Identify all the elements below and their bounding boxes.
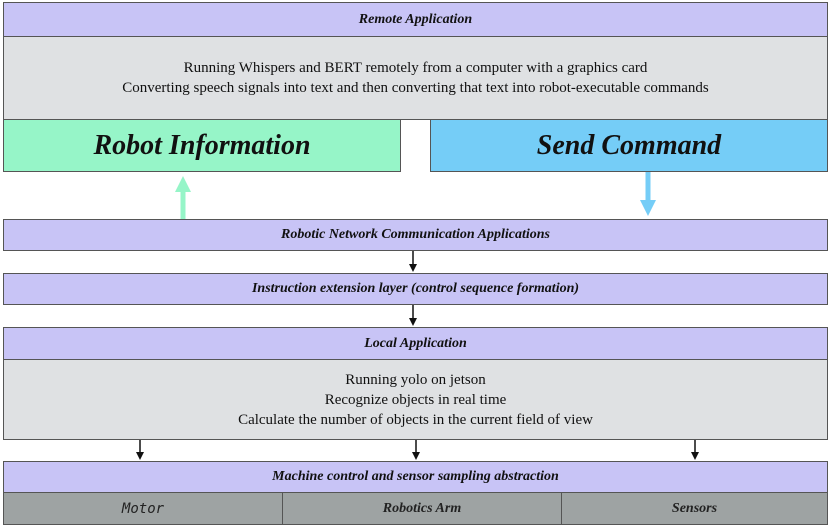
local-line-3: Calculate the number of objects in the c…: [238, 411, 593, 428]
instruction-extension-layer: Instruction extension layer (control seq…: [3, 273, 828, 305]
component-robotics-arm-label: Robotics Arm: [382, 500, 462, 516]
arrow-local-to-motor: [136, 440, 144, 460]
component-sensors-label: Sensors: [671, 500, 718, 516]
robot-information-label: Robot Information: [93, 129, 311, 161]
local-line-1: Running yolo on jetson: [345, 371, 486, 388]
local-application-body: Running yolo on jetson Recognize objects…: [3, 359, 828, 440]
remote-line-2: Converting speech signals into text and …: [122, 80, 709, 96]
local-line-2: Recognize objects in real time: [324, 391, 507, 408]
send-command-label: Send Command: [536, 129, 722, 161]
component-row: Motor Robotics Arm Sensors: [3, 492, 828, 525]
arrow-local-to-arm: [412, 440, 420, 460]
component-robotics-arm: Robotics Arm: [283, 493, 562, 524]
machine-control-layer: Machine control and sensor sampling abst…: [3, 461, 828, 493]
remote-application-header: Remote Application: [3, 2, 828, 37]
remote-application-title: Remote Application: [358, 11, 473, 27]
network-communication-layer: Robotic Network Communication Applicatio…: [3, 219, 828, 251]
local-application-header: Local Application: [3, 327, 828, 360]
send-command-box: Send Command: [430, 119, 828, 172]
instruction-extension-title: Instruction extension layer (control seq…: [251, 281, 580, 296]
network-communication-title: Robotic Network Communication Applicatio…: [280, 227, 550, 242]
arrow-instruction-to-local: [409, 305, 417, 326]
component-sensors: Sensors: [562, 493, 827, 524]
machine-control-title: Machine control and sensor sampling abst…: [272, 469, 559, 484]
component-motor: Motor: [4, 493, 283, 524]
component-motor-label: Motor: [121, 500, 165, 517]
arrow-local-to-sensors: [691, 440, 699, 460]
robot-information-box: Robot Information: [3, 119, 401, 172]
arrow-down-from-send-command: [640, 172, 656, 216]
arrow-up-to-robot-information: [175, 176, 191, 219]
local-application-title: Local Application: [364, 335, 467, 351]
remote-application-body: Running Whispers and BERT remotely from …: [3, 36, 828, 120]
arrow-network-to-instruction: [409, 251, 417, 272]
remote-line-1: Running Whispers and BERT remotely from …: [183, 60, 648, 76]
